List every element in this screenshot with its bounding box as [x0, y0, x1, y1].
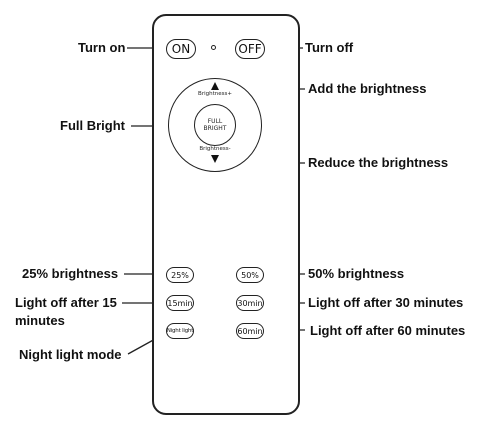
arrow-up-icon[interactable]	[211, 82, 219, 90]
callout-reduce-brightness: Reduce the brightness	[308, 155, 449, 170]
callout-turn-off: Turn off	[305, 40, 354, 55]
brightness-50-button[interactable]: 50%	[236, 267, 264, 283]
callout-night-light-mode: Night light mode	[19, 347, 122, 362]
full-bright-line-2: BRIGHT	[203, 125, 227, 132]
arrow-down-icon[interactable]	[211, 155, 219, 163]
remote-body	[152, 14, 300, 415]
full-bright-button[interactable]: FULL BRIGHT	[194, 104, 236, 146]
ir-indicator	[211, 45, 216, 50]
on-button[interactable]: ON	[166, 39, 196, 59]
callout-add-brightness: Add the brightness	[308, 81, 427, 96]
callout-50-brightness: 50% brightness	[308, 266, 405, 281]
callout-light-off-15-line-1: Light off after 15	[15, 295, 117, 310]
callout-full-bright: Full Bright	[60, 118, 125, 133]
callout-turn-on: Turn on	[78, 40, 126, 55]
brightness-dial	[168, 78, 262, 172]
night-light-button[interactable]: Night light	[166, 323, 194, 339]
brightness-25-button[interactable]: 25%	[166, 267, 194, 283]
timer-30min-button[interactable]: 30min	[236, 295, 264, 311]
callout-light-off-60: Light off after 60 minutes	[310, 323, 466, 338]
off-button[interactable]: OFF	[235, 39, 265, 59]
brightness-up-label: Brightness+	[198, 91, 232, 97]
timer-15min-button[interactable]: 15min	[166, 295, 194, 311]
callout-light-off-15-line-2: minutes	[15, 313, 65, 328]
brightness-down-label: Brightness-	[199, 146, 231, 152]
timer-60min-button[interactable]: 60min	[236, 323, 264, 339]
callout-light-off-30: Light off after 30 minutes	[308, 295, 464, 310]
callout-25-brightness: 25% brightness	[22, 266, 119, 281]
callout-light-off-15: Light off after 15 minutes	[15, 294, 117, 330]
full-bright-line-1: FULL	[207, 118, 223, 125]
